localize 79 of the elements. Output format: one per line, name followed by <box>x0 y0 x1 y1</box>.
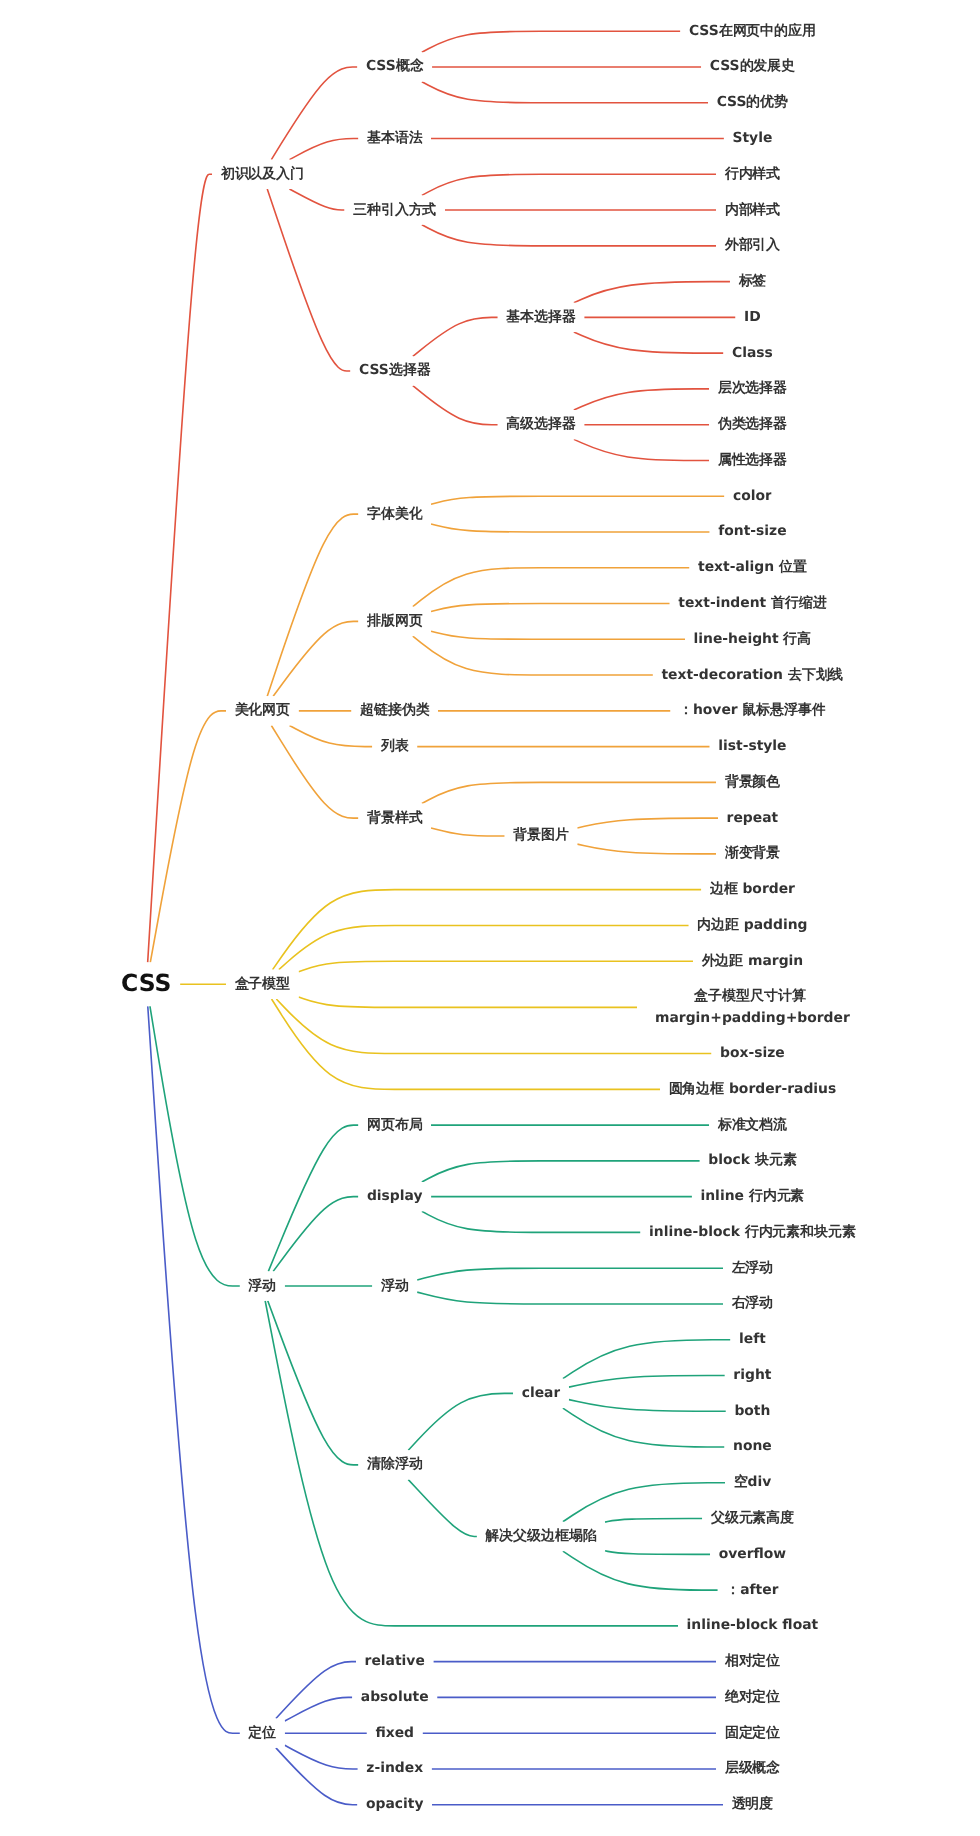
connector <box>430 1195 693 1198</box>
connector <box>288 188 346 211</box>
connector <box>411 567 691 608</box>
connector <box>576 843 717 855</box>
connector <box>431 1803 724 1806</box>
connector <box>583 316 737 319</box>
connector <box>270 998 661 1091</box>
connector <box>275 998 713 1055</box>
connector <box>430 1768 717 1770</box>
connector <box>411 635 654 676</box>
connector <box>430 1124 710 1126</box>
connector <box>297 996 638 1009</box>
connector <box>572 331 725 354</box>
connector <box>420 1210 642 1234</box>
connector <box>272 620 360 697</box>
connector <box>430 602 671 613</box>
connector <box>267 1124 360 1273</box>
connector <box>411 316 499 358</box>
connector <box>297 960 694 973</box>
connector <box>297 710 353 712</box>
connector <box>146 173 213 964</box>
connector <box>266 1300 360 1466</box>
connector <box>420 1160 701 1183</box>
connector <box>146 1005 241 1734</box>
connector <box>432 1660 717 1663</box>
connector <box>561 1407 726 1448</box>
connector <box>436 1696 717 1699</box>
connector <box>274 1747 359 1806</box>
connector <box>416 1291 724 1305</box>
connector <box>270 724 360 819</box>
connector <box>561 1482 726 1523</box>
connector <box>420 173 717 197</box>
connector <box>266 188 352 372</box>
connector <box>288 137 360 161</box>
connector <box>572 388 710 411</box>
connector <box>149 710 227 964</box>
connector <box>277 924 690 971</box>
connector <box>416 745 711 748</box>
connector <box>604 1550 711 1556</box>
connector <box>270 66 359 161</box>
connector <box>283 1285 373 1287</box>
connector <box>583 423 710 426</box>
connector <box>572 280 731 304</box>
connector <box>288 724 373 748</box>
connector <box>604 1517 703 1523</box>
connector <box>264 1300 679 1627</box>
connector <box>407 1478 478 1538</box>
connector <box>437 710 672 712</box>
connector <box>283 1696 353 1722</box>
connector <box>421 1732 717 1734</box>
node-text: CSS <box>120 970 172 998</box>
connector <box>430 495 726 506</box>
connector <box>561 1338 732 1380</box>
connector <box>272 1195 360 1273</box>
connector <box>420 224 717 247</box>
connector <box>179 983 227 986</box>
connector <box>561 1550 719 1591</box>
connector <box>443 209 717 211</box>
connector <box>271 888 702 971</box>
connector <box>430 523 711 533</box>
connector <box>420 781 717 805</box>
connector <box>572 438 710 462</box>
connector <box>274 1660 357 1720</box>
connector <box>420 80 709 104</box>
connector <box>411 384 499 426</box>
connector <box>283 1744 359 1770</box>
connector <box>407 1392 514 1452</box>
connector <box>420 30 682 54</box>
connector <box>149 1005 241 1287</box>
connector <box>283 1732 368 1734</box>
connector <box>567 1374 726 1388</box>
connector <box>567 1398 727 1413</box>
connector <box>430 630 686 641</box>
connector <box>416 1267 724 1281</box>
connector <box>430 827 506 837</box>
connector <box>431 66 702 68</box>
connector <box>430 137 725 140</box>
connector <box>266 513 360 697</box>
connector <box>576 817 719 829</box>
